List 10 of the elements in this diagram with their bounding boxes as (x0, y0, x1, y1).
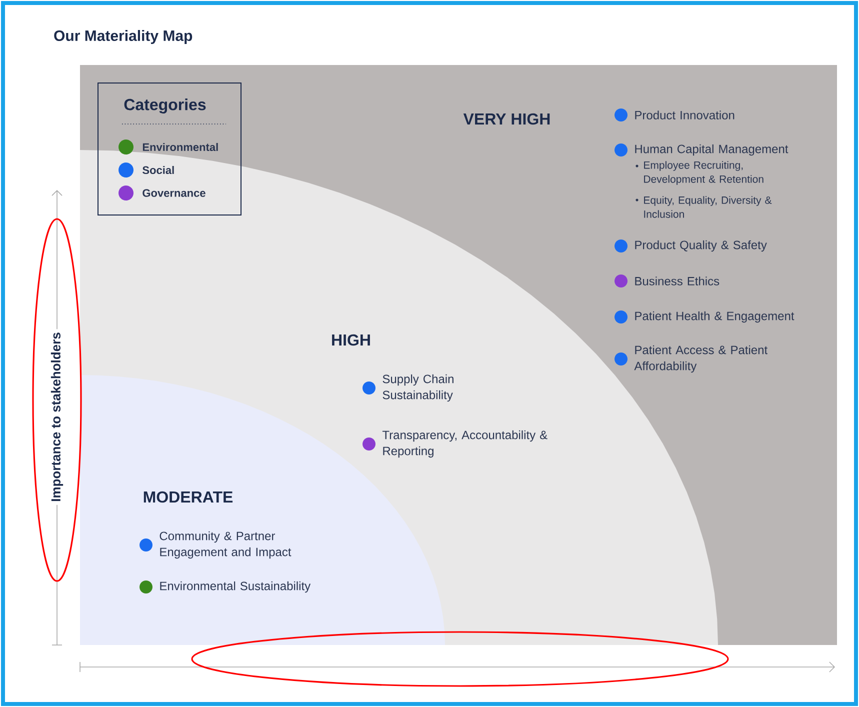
topic-text: Environmental Sustainability (160, 581, 311, 593)
legend-heading: Categories (124, 98, 206, 114)
topic-text: Business Ethics (635, 276, 720, 286)
topic-text: Product Innovation (635, 110, 734, 120)
topic-text: Community & Partner Engagement and Impact (160, 531, 292, 559)
legend-text: Governance (142, 189, 206, 197)
title: Our Materiality Map (54, 30, 192, 44)
legend-text: Environmental (142, 142, 218, 152)
legend-text: Social (142, 166, 174, 174)
axis-label: Importance to stakeholders (48, 329, 66, 505)
